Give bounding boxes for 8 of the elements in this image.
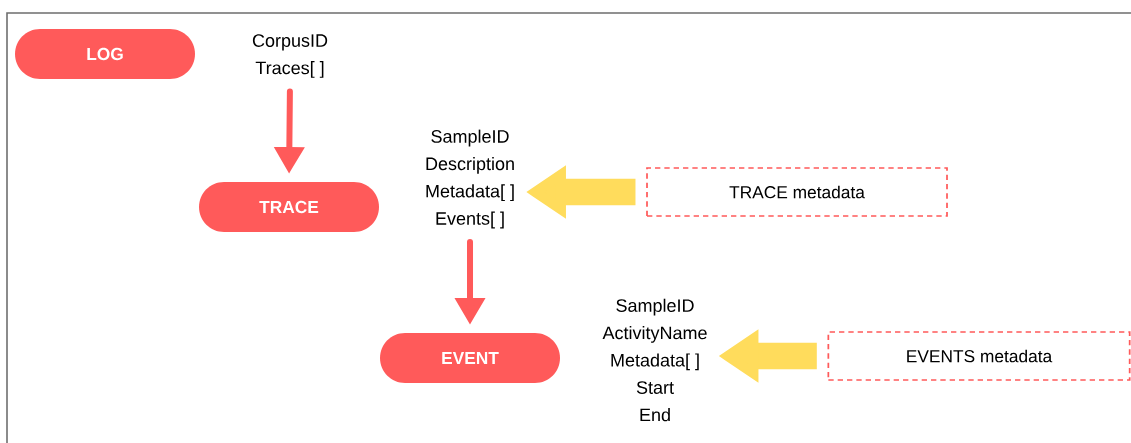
entity-pill: LOG xyxy=(15,29,195,79)
entity-pill: TRACE xyxy=(199,182,379,232)
field-list: CorpusID Traces[ ] xyxy=(252,34,328,78)
field-list: SampleID Description Metadata[ ] Events[ ] xyxy=(426,129,514,229)
note-box: TRACE metadata xyxy=(646,167,948,217)
note-box: EVENTS metadata xyxy=(827,331,1131,381)
entity-pill: EVENT xyxy=(380,333,560,383)
field-list: SampleID ActivityName Metadata[ ] Start End xyxy=(602,298,707,422)
